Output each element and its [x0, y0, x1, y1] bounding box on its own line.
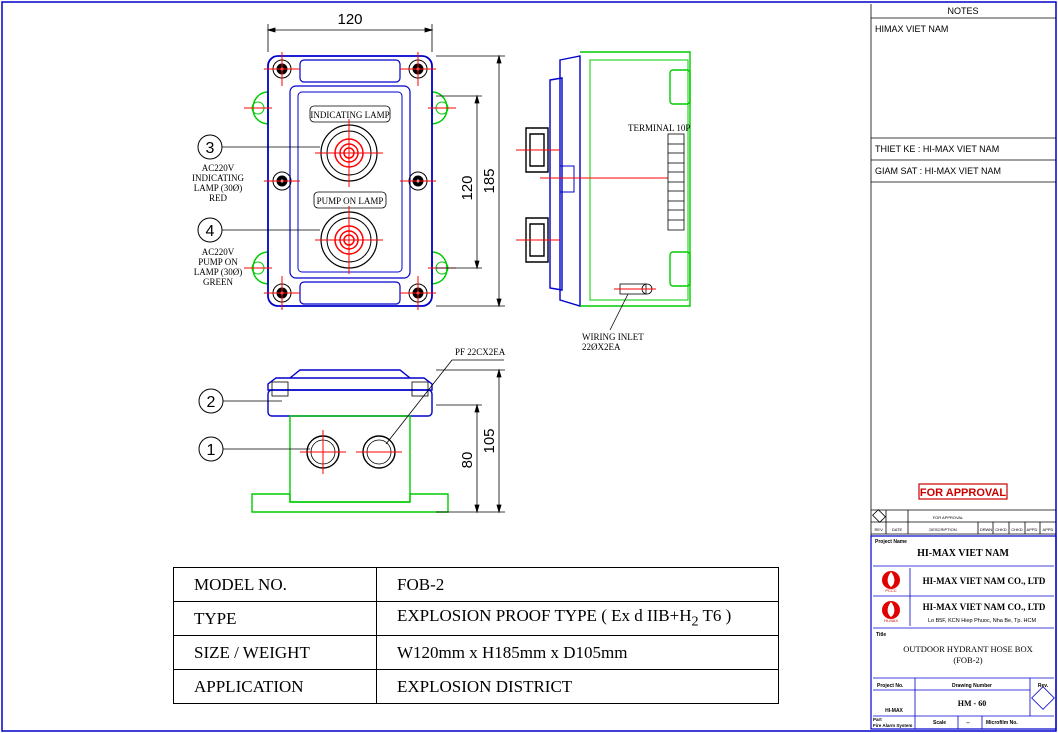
- dim-height-side: 105: [481, 428, 498, 453]
- spec-key: SIZE / WEIGHT: [173, 635, 377, 670]
- front-view: INDICATING LAMP PUMP ON LAMP: [244, 52, 456, 310]
- designer: THIET KE : HI-MAX VIET NAM: [875, 144, 999, 154]
- project-name: HI-MAX VIET NAM: [917, 548, 1009, 559]
- drawing-title-1: OUTDOOR HYDRANT HOSE BOX: [903, 644, 1032, 654]
- notes-text: HIMAX VIET NAM: [875, 24, 948, 34]
- svg-text:HI-MAX: HI-MAX: [884, 618, 898, 623]
- callout-3: 3 AC220V INDICATING LAMP (30Ø) RED: [192, 134, 320, 203]
- spec-table: MODEL NO. FOB-2 TYPE EXPLOSION PROOF TYP…: [173, 567, 779, 704]
- callout-4: 4 AC220V PUMP ON LAMP (30Ø) GREEN: [194, 217, 320, 287]
- table-row: MODEL NO. FOB-2: [173, 567, 779, 602]
- callout-4-number: 4: [206, 223, 215, 240]
- terminal-label: TERMINAL 10P: [628, 123, 690, 133]
- table-row: TYPE EXPLOSION PROOF TYPE ( Ex d IIB+H2 …: [173, 601, 779, 636]
- indicating-lamp: [315, 119, 383, 187]
- scale-value: --: [966, 720, 970, 726]
- type-tail: T6 ): [698, 606, 732, 626]
- rev-row-text: FOR APPROVAL: [933, 515, 964, 520]
- company-logo-1: PCCC: [882, 571, 900, 593]
- company-address: Lo B5F, KCN Hiep Phuoc, Nha Be, Tp. HCM: [928, 618, 1037, 624]
- rev-header-chkd-1: CHKD: [995, 527, 1006, 532]
- callout-2: 2: [198, 388, 282, 414]
- dim-height-inner: 120: [459, 175, 476, 200]
- spec-key: APPLICATION: [173, 669, 377, 704]
- part-value: Fire Alarm System: [873, 723, 912, 728]
- rev-header-date: DATE: [892, 527, 903, 532]
- callout-1: 1: [198, 436, 310, 462]
- microfilm-label: Microfilm No.: [986, 720, 1018, 726]
- pf-label: PF 22CX2EA: [455, 347, 506, 357]
- callout-4-line2: PUMP ON: [198, 257, 238, 267]
- spec-key: MODEL NO.: [173, 567, 377, 602]
- callout-1-number: 1: [207, 442, 216, 459]
- rev-label: Rev.: [1038, 683, 1049, 689]
- rev-header-appd-2: APPD: [1043, 527, 1054, 532]
- svg-text:PCCC: PCCC: [885, 588, 896, 593]
- part-label: Part: [873, 717, 882, 722]
- spec-value-type: EXPLOSION PROOF TYPE ( Ex d IIB+H2 T6 ): [376, 601, 779, 636]
- dim-height-body: 80: [459, 452, 476, 469]
- title-label: Title: [876, 632, 886, 638]
- front-dimensions: [266, 24, 505, 308]
- spec-value: W120mm x H185mm x D105mm: [376, 635, 779, 670]
- dim-width-top: 120: [337, 11, 362, 28]
- pump-on-lamp-label: PUMP ON LAMP: [317, 196, 384, 206]
- company-name-2: HI-MAX VIET NAM CO., LTD: [923, 602, 1046, 612]
- wiring-inlet-size: 22ØX2EA: [582, 342, 621, 352]
- spec-key: TYPE: [173, 601, 377, 636]
- callout-4-line4: GREEN: [203, 277, 233, 287]
- rev-header-description: DESCRIPTION: [929, 527, 956, 532]
- drawing-title-2: (FOB-2): [953, 655, 982, 665]
- wiring-inlet-label: WIRING INLET: [582, 332, 644, 342]
- callout-4-line1: AC220V: [202, 247, 235, 257]
- callout-4-line3: LAMP (30Ø): [194, 267, 242, 277]
- project-label: Project Name: [875, 539, 907, 545]
- callout-3-line4: RED: [209, 193, 228, 203]
- callout-3-line1: AC220V: [202, 163, 235, 173]
- spec-value: EXPLOSION DISTRICT: [376, 669, 779, 704]
- drawing-no-label: Drawing Number: [952, 683, 992, 689]
- callout-3-line2: INDICATING: [192, 173, 244, 183]
- rev-header-rev: REV.: [875, 527, 884, 532]
- table-row: SIZE / WEIGHT W120mm x H185mm x D105mm: [173, 635, 779, 670]
- rev-header-drwn: DRWN: [980, 527, 992, 532]
- indicating-lamp-label: INDICATING LAMP: [310, 110, 389, 120]
- supervisor: GIAM SAT : HI-MAX VIET NAM: [875, 166, 1001, 176]
- table-row: APPLICATION EXPLOSION DISTRICT: [173, 669, 779, 704]
- type-text: EXPLOSION PROOF TYPE ( Ex d IIB+H: [397, 606, 692, 626]
- notes-header: NOTES: [947, 6, 978, 16]
- project-no: HI-MAX: [885, 708, 903, 714]
- pump-on-lamp: [315, 206, 383, 274]
- drawing-number: HM - 60: [958, 699, 986, 708]
- callout-3-number: 3: [206, 140, 215, 157]
- bottom-dimensions: [385, 359, 505, 514]
- rev-header-chkd-2: CHKD: [1011, 527, 1022, 532]
- company-logo-2: HI-MAX: [882, 601, 900, 623]
- rev-header-appd-1: APPD: [1027, 527, 1038, 532]
- approval-stamp-box: [918, 483, 1008, 500]
- dim-height-front: 185: [481, 168, 498, 193]
- title-block: [870, 4, 1057, 730]
- scale-label: Scale: [933, 720, 946, 726]
- project-no-label: Project No.: [877, 683, 904, 689]
- callout-2-number: 2: [207, 394, 216, 411]
- spec-value: FOB-2: [376, 567, 779, 602]
- side-view: [516, 51, 691, 331]
- callout-3-line3: LAMP (30Ø): [194, 183, 242, 193]
- approval-stamp: FOR APPROVAL: [920, 487, 1006, 499]
- company-name-1: HI-MAX VIET NAM CO., LTD: [923, 576, 1046, 586]
- bottom-view: [251, 369, 449, 513]
- type-subscript: 2: [691, 613, 699, 630]
